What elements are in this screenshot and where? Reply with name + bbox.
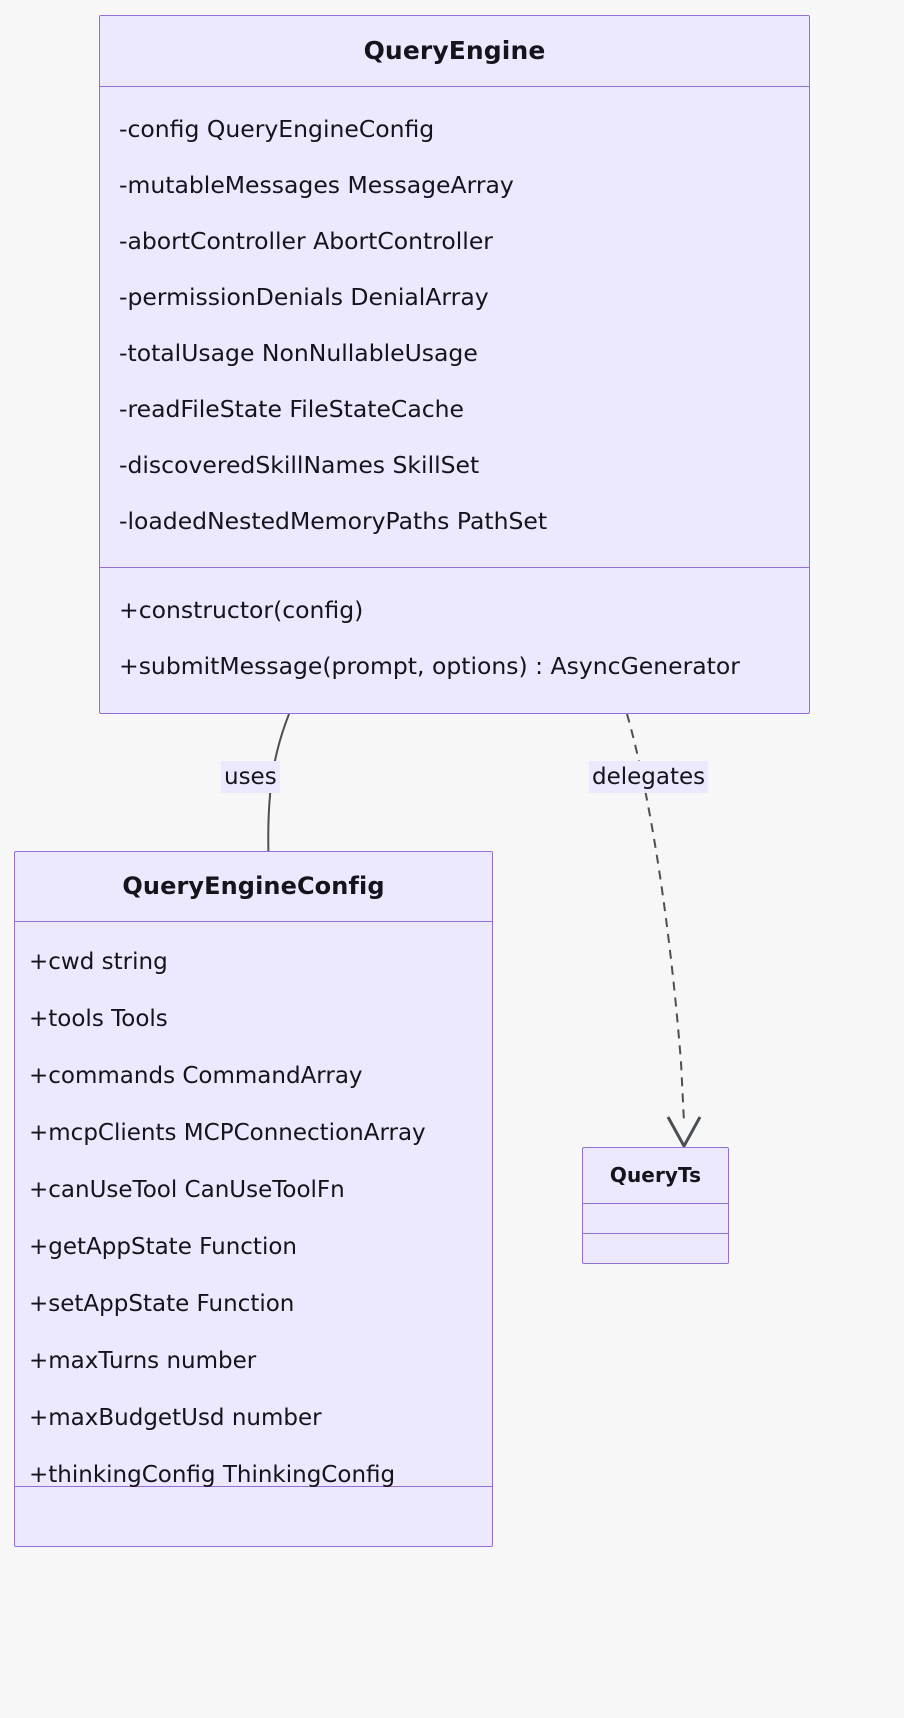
attribute-row: +thinkingConfig ThinkingConfig (29, 1462, 396, 1488)
attribute-row: -readFileState FileStateCache (119, 395, 465, 423)
methods-compartment-query-engine-config (15, 1486, 492, 1546)
attribute-row: +setAppState Function (29, 1291, 295, 1317)
edge-label-delegates: delegates (589, 761, 709, 793)
class-node-query-ts[interactable]: QueryTs (582, 1147, 729, 1264)
attribute-row: +cwd string (29, 949, 168, 975)
attribute-row: -totalUsage NonNullableUsage (119, 339, 478, 367)
class-title-query-ts: QueryTs (609, 1163, 702, 1187)
attribute-row: +mcpClients MCPConnectionArray (29, 1120, 426, 1146)
attribute-row: -abortController AbortController (119, 227, 493, 255)
edge-label-uses: uses (221, 761, 280, 793)
attribute-row: -mutableMessages MessageArray (119, 171, 514, 199)
class-node-query-engine-config[interactable]: QueryEngineConfig +cwd string +tools Too… (14, 851, 493, 1547)
attribute-row: +tools Tools (29, 1006, 168, 1032)
edge-delegates-arrowhead (666, 1116, 702, 1148)
class-title-query-engine-config: QueryEngineConfig (122, 872, 385, 900)
class-title-query-engine: QueryEngine (363, 36, 546, 65)
attribute-row: +maxTurns number (29, 1348, 257, 1374)
attributes-compartment-query-engine: -config QueryEngineConfig -mutableMessag… (100, 86, 809, 567)
method-row: +submitMessage(prompt, options) : AsyncG… (119, 652, 740, 680)
methods-compartment-query-ts (583, 1233, 728, 1263)
methods-compartment-query-engine: +constructor(config) +submitMessage(prom… (100, 567, 809, 713)
attribute-row: +getAppState Function (29, 1234, 297, 1260)
class-node-query-engine[interactable]: QueryEngine -config QueryEngineConfig -m… (99, 15, 810, 714)
attribute-row: +commands CommandArray (29, 1063, 363, 1089)
attribute-row: -loadedNestedMemoryPaths PathSet (119, 507, 548, 535)
attribute-row: +canUseTool CanUseToolFn (29, 1177, 345, 1203)
attribute-row: +maxBudgetUsd number (29, 1405, 322, 1431)
attributes-compartment-query-engine-config: +cwd string +tools Tools +commands Comma… (15, 921, 492, 1488)
attribute-row: -discoveredSkillNames SkillSet (119, 451, 480, 479)
attributes-compartment-query-ts (583, 1203, 728, 1233)
attribute-row: -config QueryEngineConfig (119, 115, 435, 143)
attribute-row: -permissionDenials DenialArray (119, 283, 489, 311)
method-row: +constructor(config) (119, 596, 364, 624)
